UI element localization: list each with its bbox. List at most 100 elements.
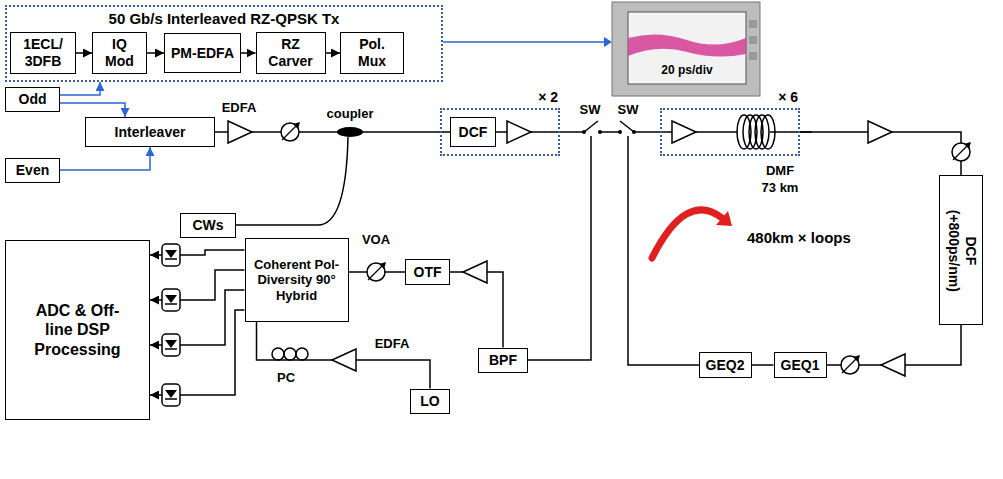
- scope-scale: 20 ps/div: [659, 62, 714, 78]
- amplifier-label: EDFA: [373, 336, 412, 352]
- box-label: LO: [420, 393, 439, 410]
- modulator-box: IQ Mod: [92, 32, 147, 74]
- loop-arrow-head: [716, 211, 732, 226]
- signal-path: [326, 52, 341, 54]
- group-heading: × 6: [778, 89, 798, 106]
- filter-box: OTF: [405, 259, 450, 285]
- attenuator-arrow-head: [964, 142, 971, 149]
- photodiode-symbol: [165, 303, 177, 305]
- fiber-wire: [634, 131, 672, 133]
- fiber-wire: [600, 131, 620, 133]
- amplifier-symbol: [881, 354, 905, 376]
- amplifier-box: PM-EDFA: [164, 33, 241, 73]
- signal-path: [800, 132, 961, 175]
- signal-path: [76, 52, 92, 54]
- signal-path: [60, 82, 100, 95]
- photodiode-symbol: [162, 384, 180, 406]
- box-label: BPF: [489, 352, 517, 369]
- box-label: CWs: [192, 217, 223, 234]
- attenuator-arrow: [953, 145, 968, 160]
- box-label: GEQ1: [781, 357, 820, 374]
- attenuator-arrow-head: [379, 262, 386, 269]
- box-label: OTF: [414, 264, 442, 281]
- box-label: Coherent Pol-Diversity 90° Hybrid: [252, 257, 342, 304]
- loop-label: 480km × loops: [745, 230, 853, 246]
- amplifier-symbol: [332, 349, 356, 371]
- dcf-box: DCF: [450, 117, 496, 147]
- amplifier-label: EDFA: [220, 100, 259, 116]
- span-length: 73 km: [760, 180, 801, 196]
- output-arrow: [443, 41, 604, 43]
- output-arrow-head: [604, 37, 612, 47]
- fiber-label: DMF: [764, 163, 796, 179]
- photodiode-symbol: [165, 390, 177, 398]
- photodiode-symbol: [165, 340, 177, 348]
- box-label: GEQ2: [706, 357, 745, 374]
- photodiode-symbol: [165, 258, 177, 260]
- box-label: PM-EDFA: [171, 45, 234, 62]
- filter-box: BPF: [478, 348, 528, 373]
- photodiode-symbol: [165, 398, 177, 400]
- box-label: 1ECL/ 3DFB: [17, 36, 69, 70]
- photodiode-symbol: [162, 244, 180, 266]
- signal-path: [147, 52, 164, 54]
- box-label: IQ Mod: [100, 36, 140, 70]
- signal-path: [752, 364, 774, 366]
- loop-arrow: [652, 210, 722, 258]
- group-heading: × 2: [538, 89, 558, 106]
- signal-path: [60, 147, 150, 170]
- signal-path: [150, 310, 245, 395]
- attenuator-arrow-head: [853, 355, 860, 362]
- data-source-box: Even: [5, 158, 60, 183]
- polarization-controller: [284, 348, 296, 360]
- interleaver-box: Interleaver: [85, 117, 215, 147]
- fiber-spool: [761, 115, 775, 149]
- hybrid-box: Coherent Pol-Diversity 90° Hybrid: [245, 238, 349, 322]
- laser-box: 1ECL/ 3DFB: [10, 32, 76, 74]
- dcf-box: DCF (+800ps/nm): [939, 175, 983, 325]
- polarization-controller: [272, 348, 284, 360]
- span-group: × 6: [660, 108, 800, 156]
- box-label: DCF (+800ps/nm): [945, 203, 979, 298]
- switch-terminal: [632, 130, 636, 134]
- data-source-box: Odd: [5, 87, 60, 112]
- coupler-symbol: [337, 127, 363, 137]
- box-label: Odd: [19, 91, 47, 108]
- switch-lever: [584, 121, 598, 132]
- attenuator-symbol: [367, 263, 385, 281]
- signal-path: [241, 52, 256, 54]
- fiber-wire: [515, 136, 591, 360]
- switch-label: SW: [616, 102, 641, 118]
- repeat-group: × 2DCF: [440, 108, 560, 156]
- amplifier-symbol: [507, 121, 531, 143]
- oscilloscope-button: [749, 36, 757, 44]
- cw-source-box: CWs: [180, 213, 236, 238]
- attenuator-arrow-head: [293, 122, 300, 129]
- pol-mux-box: Pol. Mux: [340, 32, 404, 74]
- polarization-controller-label: PC: [275, 370, 297, 386]
- carver-box: RZ Carver: [256, 32, 326, 74]
- switch-terminal: [598, 130, 602, 134]
- box-label: Even: [16, 162, 49, 179]
- attenuator-symbol: [952, 143, 970, 161]
- group-heading: 50 Gb/s Interleaved RZ-QPSK Tx: [7, 10, 441, 28]
- signal-path: [60, 103, 125, 117]
- box-label: Interleaver: [115, 124, 186, 141]
- photodiode-symbol: [165, 295, 177, 303]
- equalizer-box: GEQ1: [774, 352, 827, 378]
- switch-label: SW: [578, 102, 603, 118]
- eye-trace: [628, 34, 746, 56]
- equalizer-box: GEQ2: [699, 352, 752, 378]
- fiber-wire: [236, 137, 348, 225]
- photodiode-symbol: [165, 348, 177, 350]
- attenuator-arrow: [842, 358, 857, 373]
- photodiode-symbol: [162, 289, 180, 311]
- box-label: ADC & Off-line DSP Processing: [28, 301, 128, 359]
- oscilloscope-button: [749, 20, 757, 28]
- box-label: RZ Carver: [263, 36, 319, 70]
- switch-terminal: [618, 130, 622, 134]
- attenuator-arrow: [368, 265, 383, 280]
- switch-terminal: [582, 130, 586, 134]
- attenuator-label: VOA: [360, 232, 392, 248]
- oscilloscope-screen: [628, 12, 746, 84]
